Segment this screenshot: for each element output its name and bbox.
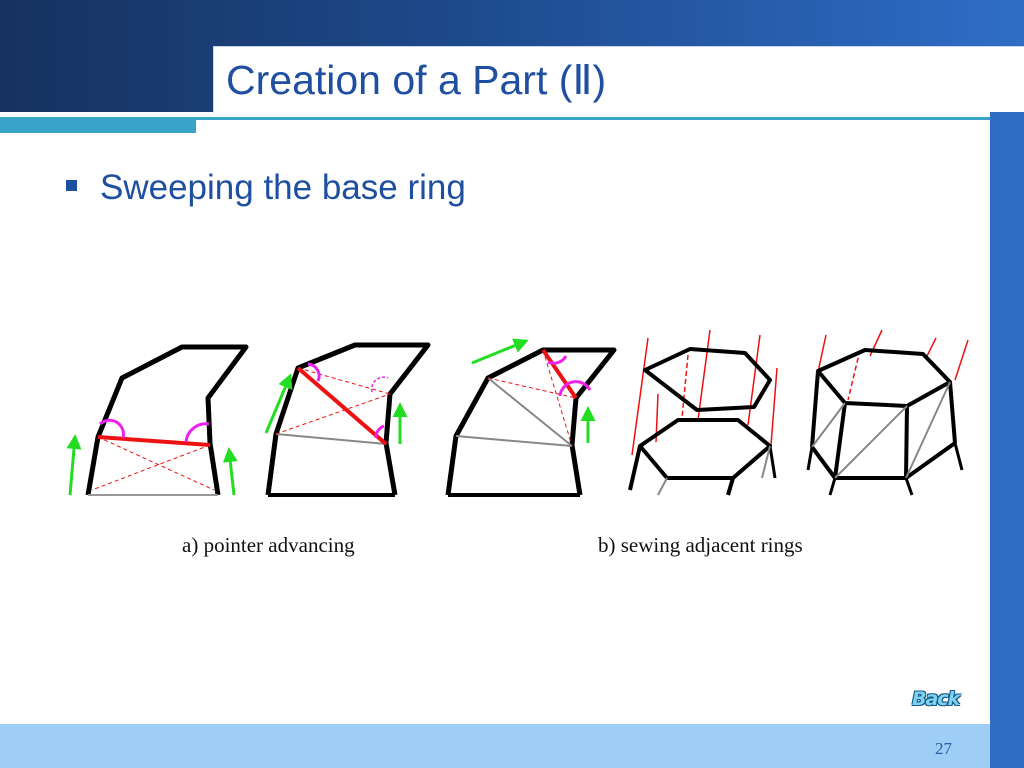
title-box <box>213 46 1024 113</box>
sweep-figure <box>66 329 969 497</box>
panel-advance-1 <box>66 344 249 496</box>
back-button[interactable]: Back <box>912 688 960 710</box>
panel-sewing-1 <box>628 329 778 496</box>
square-bullet-icon <box>66 180 77 191</box>
accent-line <box>196 117 990 120</box>
caption-pointer-advancing: a) pointer advancing <box>182 533 355 557</box>
caption-sewing-rings: b) sewing adjacent rings <box>598 533 803 557</box>
footer-band <box>0 724 990 768</box>
panel-advance-2 <box>264 342 431 497</box>
bullet-text: Sweeping the base ring <box>100 168 466 207</box>
page-number: 27 <box>935 739 952 758</box>
panel-advance-3 <box>445 338 617 497</box>
right-side-bar <box>990 112 1024 768</box>
panel-sewing-2 <box>806 329 969 496</box>
accent-bar <box>0 117 196 133</box>
slide-title: Creation of a Part (Ⅱ) <box>226 57 607 103</box>
